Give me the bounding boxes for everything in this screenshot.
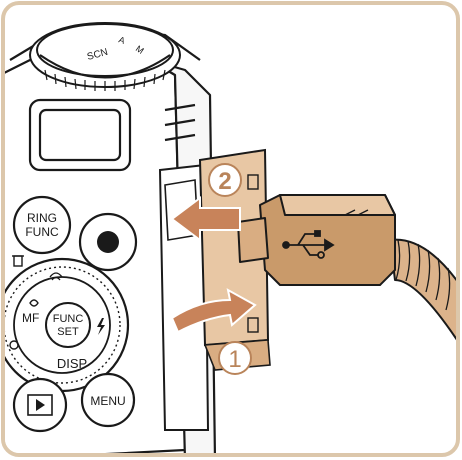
func-set-button[interactable]: FUNC SET [46,303,90,347]
step-number-2: 2 [218,168,231,195]
step-badge-2: 2 [209,164,241,196]
disp-label: DISP [57,356,87,371]
record-button-icon [97,231,119,253]
playback-button[interactable] [14,379,66,431]
ring-func-button[interactable]: RING FUNC [14,197,70,253]
record-button[interactable] [80,214,136,270]
func-set-line1: FUNC [53,313,84,325]
ring-func-line1: RING [27,211,57,225]
step-number-1: 1 [228,346,241,373]
menu-label: MENU [90,394,125,408]
step-badge-1: 1 [219,342,251,374]
func-set-line2: SET [57,326,79,338]
ring-func-line2: FUNC [25,225,59,239]
menu-button[interactable]: MENU [82,374,134,426]
mf-label: MF [22,311,39,325]
